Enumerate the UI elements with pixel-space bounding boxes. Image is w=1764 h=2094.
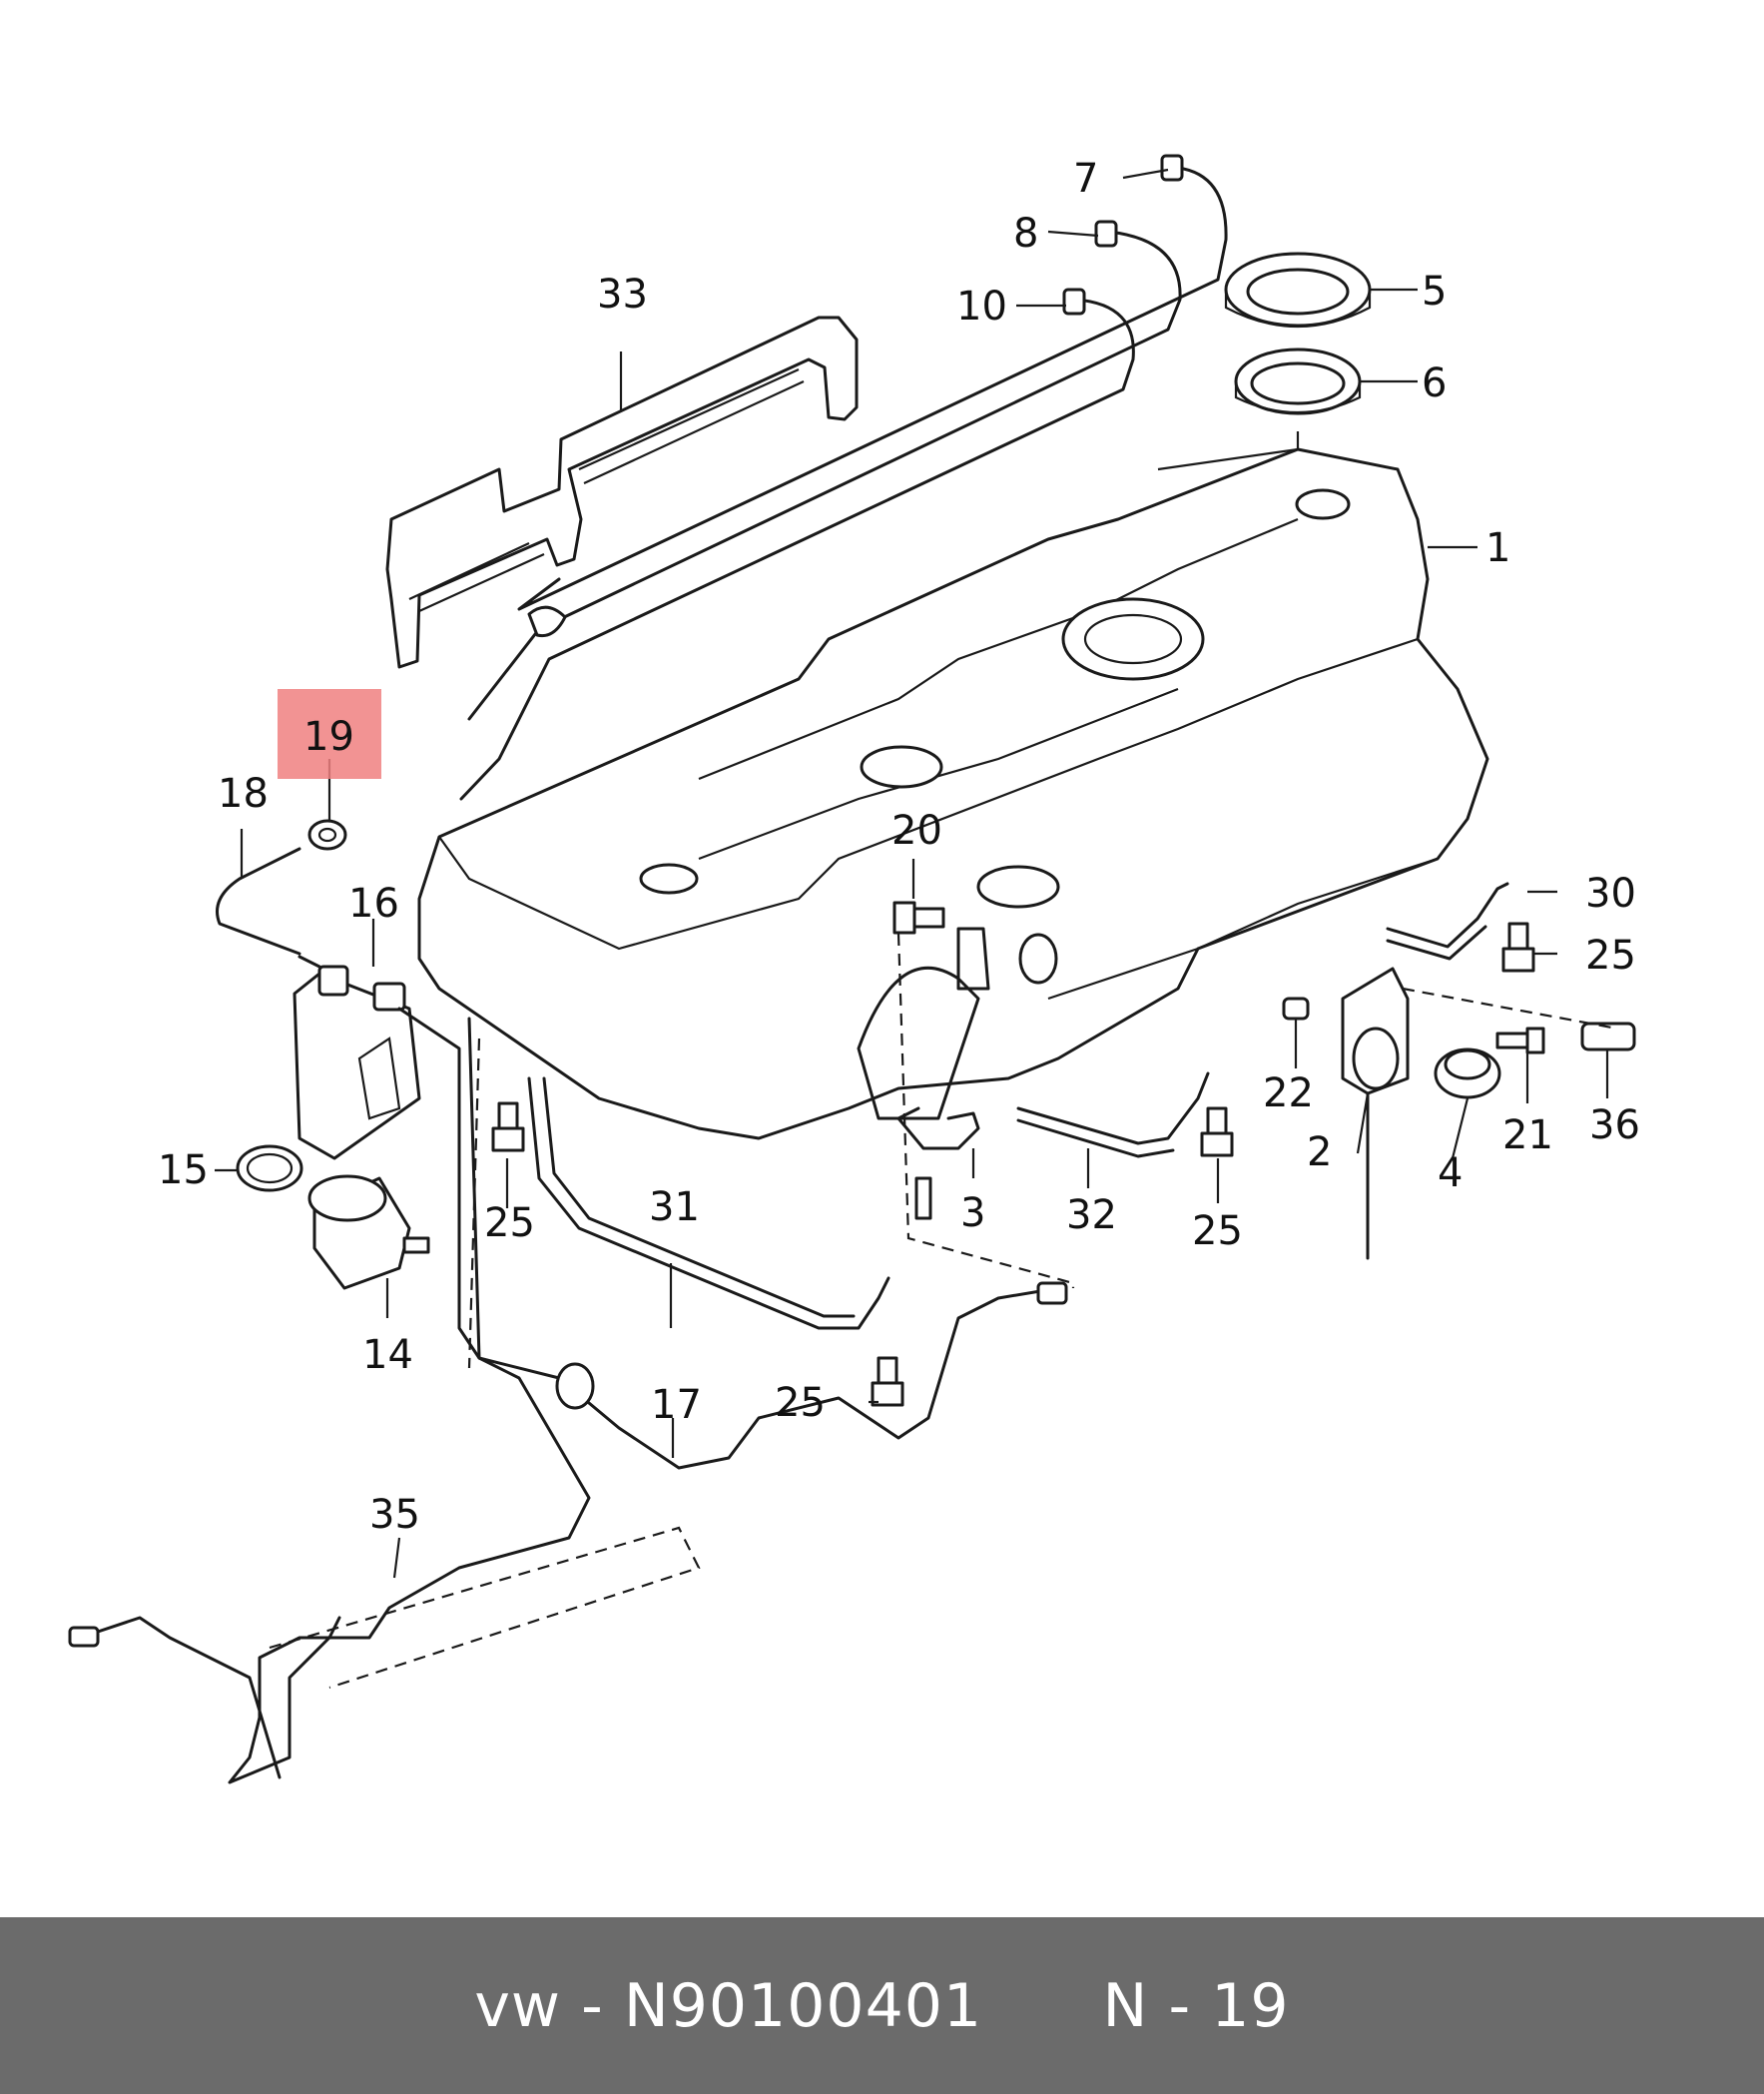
callout-15: 15 (158, 1147, 209, 1193)
callout-25-c: 25 (1192, 1208, 1243, 1254)
callout-33: 33 (597, 272, 648, 318)
position-prefix: N (1102, 1970, 1149, 2041)
dashed-group-outline (467, 933, 1618, 1369)
footer-separator-1: - (581, 1970, 604, 2041)
strap-part-31 (527, 1076, 890, 1330)
callout-35: 35 (369, 1492, 420, 1538)
sender-opening (1061, 597, 1205, 681)
callout-31: 31 (649, 1184, 700, 1230)
fuel-filter-part-14 (307, 1174, 430, 1290)
seal-part-19 (307, 819, 347, 851)
callout-32: 32 (1066, 1192, 1117, 1238)
heat-shield-part-33 (385, 316, 859, 669)
screw-part-21 (1495, 1027, 1545, 1054)
callout-21: 21 (1502, 1112, 1553, 1158)
callout-30: 30 (1585, 871, 1636, 917)
fuel-line-part-35 (68, 1017, 701, 1784)
callout-2: 2 (1307, 1129, 1332, 1175)
bolt-25-a (491, 1101, 525, 1152)
callout-19: 19 (303, 714, 354, 760)
callout-20: 20 (891, 808, 942, 854)
callout-4: 4 (1438, 1150, 1463, 1196)
locking-ring-part-5 (1224, 252, 1372, 328)
callout-3: 3 (960, 1190, 985, 1236)
part-number-footer: vw - N90100401 N - 19 (0, 1917, 1764, 2094)
fuel-line-part-17 (397, 1007, 1068, 1470)
callout-labels: 1 2 3 4 5 6 7 8 10 14 15 16 17 18 19 20 … (158, 156, 1640, 1538)
bolt-25-d (1501, 922, 1535, 973)
line-end-fitting (527, 605, 567, 638)
connector-part-3 (896, 1106, 980, 1220)
callout-5: 5 (1422, 269, 1447, 315)
callout-36: 36 (1589, 1102, 1640, 1148)
fuel-tank-part-1 (417, 447, 1489, 1140)
callout-17: 17 (651, 1382, 702, 1428)
footer-separator-2: - (1168, 1970, 1192, 2041)
position-number: 19 (1211, 1970, 1290, 2041)
upper-fuel-lines (459, 154, 1228, 801)
bolt-20 (892, 901, 945, 935)
filler-pipe-connector (857, 927, 1058, 1120)
callout-18: 18 (218, 771, 269, 817)
callout-25-d: 25 (1585, 933, 1636, 979)
leader-lines (215, 168, 1609, 1579)
seal-part-6 (1234, 348, 1362, 415)
brand-label: vw (474, 1970, 561, 2041)
callout-25-b: 25 (775, 1380, 826, 1426)
connector-7 (1160, 154, 1184, 182)
highlight-box-19 (278, 689, 381, 779)
strap-part-30 (1386, 882, 1509, 961)
strap-part-32 (1016, 1071, 1210, 1158)
callout-22: 22 (1263, 1070, 1314, 1116)
clamp-part-15 (236, 1144, 303, 1192)
callout-7: 7 (1073, 156, 1098, 202)
part-number: N90100401 (623, 1970, 983, 2041)
grommet-part-22 (1282, 997, 1310, 1021)
callout-8: 8 (1013, 211, 1038, 257)
connector-8 (1094, 220, 1118, 248)
callout-1: 1 (1485, 525, 1510, 571)
valve-part-16 (317, 965, 406, 1012)
callout-16: 16 (348, 881, 399, 927)
callout-25-a: 25 (484, 1200, 535, 1246)
fuel-cap-part-4 (1434, 1047, 1501, 1099)
hose-part-18 (216, 847, 321, 969)
fuel-tank-exploded-diagram: 1 2 3 4 5 6 7 8 10 14 15 16 17 18 19 20 … (68, 154, 1640, 1784)
filler-flap-part-2 (1341, 967, 1410, 1260)
callout-10: 10 (956, 284, 1007, 330)
callout-6: 6 (1422, 360, 1447, 406)
bolt-25-c (1200, 1106, 1234, 1157)
connector-10 (1062, 288, 1086, 316)
callout-14: 14 (362, 1332, 413, 1378)
bolt-25-b (871, 1356, 904, 1407)
